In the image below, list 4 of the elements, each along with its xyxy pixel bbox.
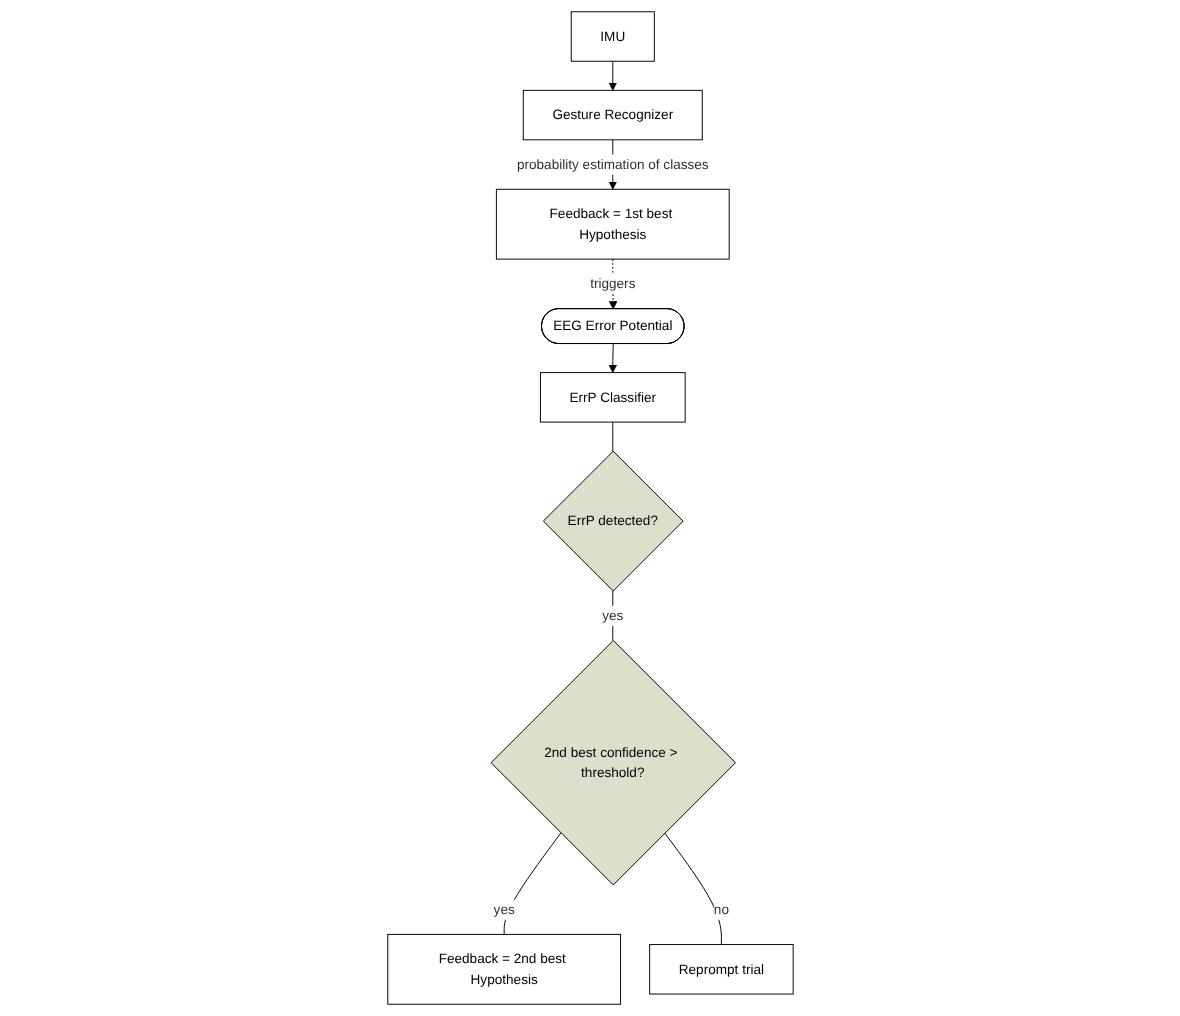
connector xyxy=(503,832,561,935)
connector xyxy=(611,421,613,452)
connector xyxy=(611,590,613,641)
connector xyxy=(663,832,722,946)
